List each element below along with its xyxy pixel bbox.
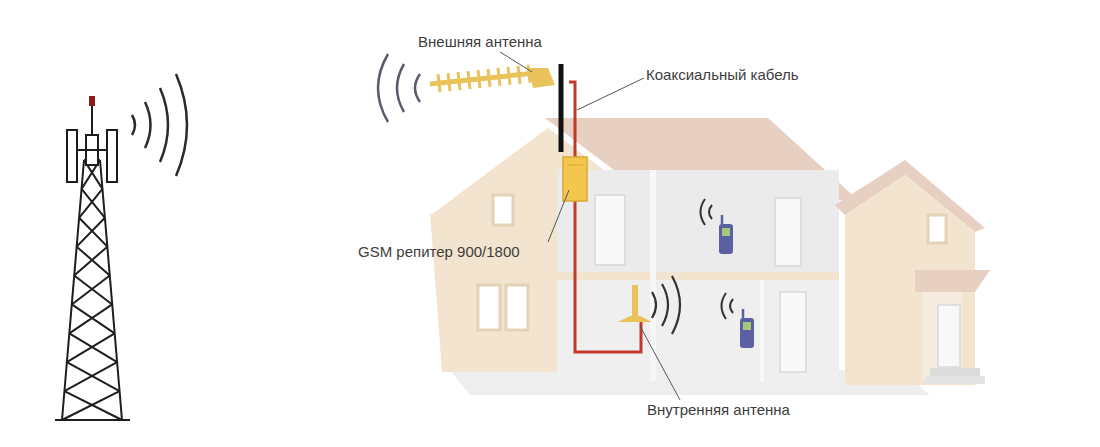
callout-label: Коаксиальный кабель xyxy=(646,66,799,84)
callout-label: GSM репитер 900/1800 xyxy=(358,243,520,261)
callout-label: Внутренняя антенна xyxy=(647,401,790,419)
leader-line xyxy=(500,52,680,400)
cell-tower xyxy=(55,96,130,420)
coaxial-cable xyxy=(569,82,575,160)
gsm-repeater xyxy=(563,157,587,201)
antenna-waves xyxy=(378,54,420,122)
mobile-phone xyxy=(719,215,754,348)
callout-label: Внешняя антенна xyxy=(418,33,542,51)
coaxial-cable xyxy=(575,200,641,352)
phone-waves xyxy=(701,199,734,319)
signal-waves xyxy=(132,74,187,176)
internal-antenna xyxy=(618,285,652,322)
external-antenna xyxy=(430,64,561,152)
antenna-waves xyxy=(652,276,680,334)
